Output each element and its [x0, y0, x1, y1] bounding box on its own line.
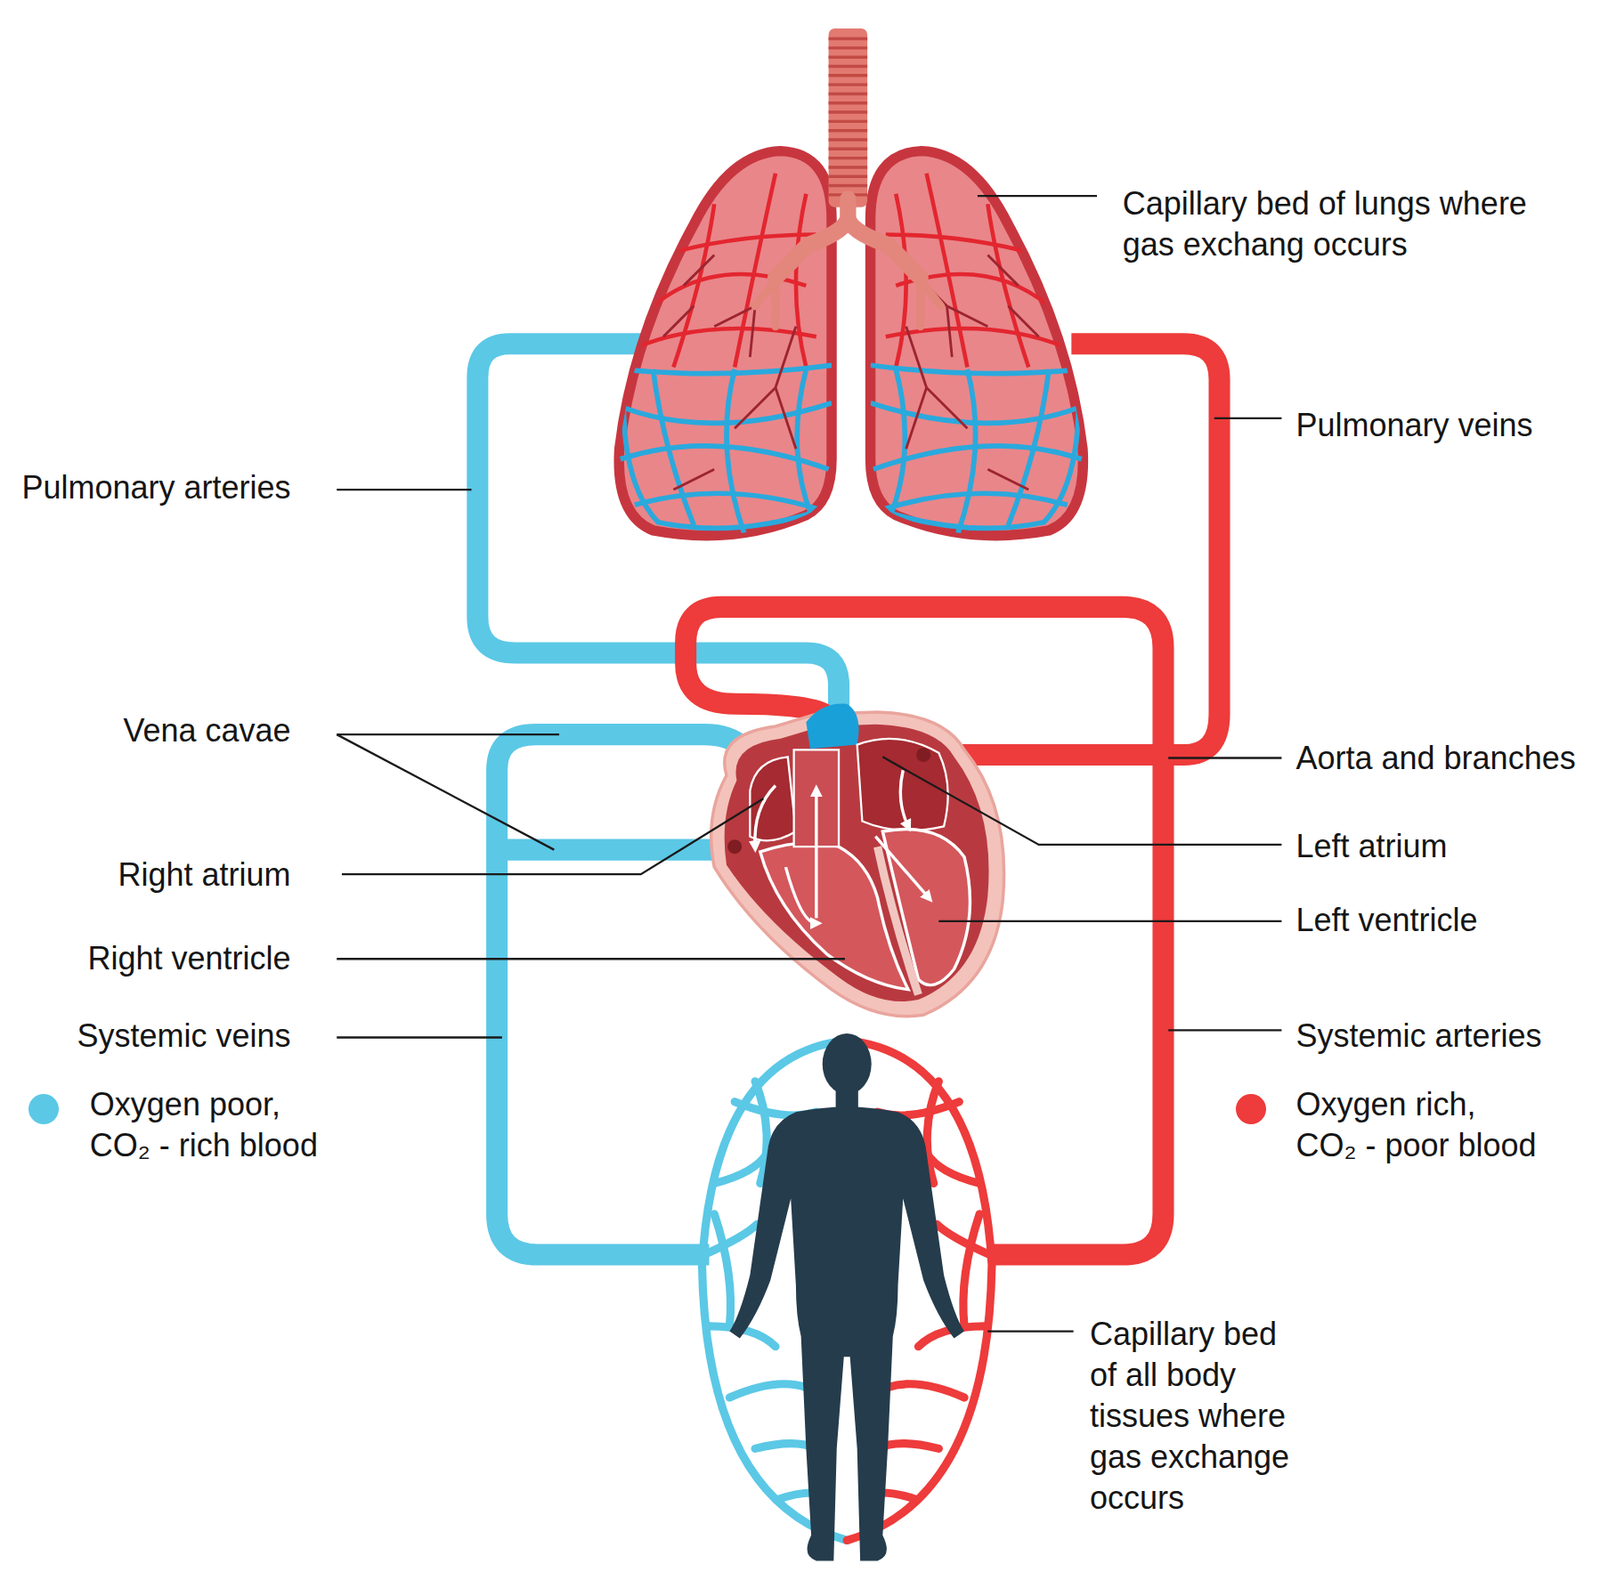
lung — [618, 151, 832, 537]
leader-line — [336, 1036, 503, 1039]
callout-label: Left ventricle — [1295, 900, 1590, 942]
leader-line — [977, 194, 1097, 197]
leader-line — [341, 798, 764, 875]
heart — [900, 770, 909, 827]
label-slot: Capillary bed of all body tissues where … — [1089, 1314, 1300, 1519]
callout-label: Right ventricle — [8, 938, 292, 980]
callout-label: Left atrium — [1295, 826, 1590, 868]
leader-line — [938, 920, 1282, 923]
human-silhouette — [729, 1106, 965, 1561]
human-silhouette — [729, 1033, 965, 1561]
leader-line — [336, 488, 472, 491]
leader-line — [336, 734, 554, 850]
capillary-network — [755, 1081, 767, 1185]
capillary-network — [963, 1214, 980, 1327]
callout-label: Right atrium — [8, 854, 292, 896]
label-slot: Left atrium — [1295, 826, 1590, 868]
leader-line — [987, 1330, 1073, 1332]
capillary-network — [926, 1081, 939, 1185]
label-slot: Systemic veins — [8, 1015, 292, 1057]
capillary-network — [729, 1384, 806, 1398]
legend-slot: Oxygen poor, CO₂ - rich blood — [89, 1084, 331, 1167]
heart — [814, 790, 818, 918]
label-slot: Left ventricle — [1295, 900, 1590, 942]
heart — [805, 704, 859, 750]
leader-line — [336, 733, 560, 736]
human-silhouette — [822, 1033, 872, 1096]
label-slot: Right ventricle — [8, 938, 292, 980]
capillary-network — [714, 1214, 731, 1327]
heart — [727, 839, 742, 854]
label-slot: Capillary bed of lungs where gas exchang… — [1122, 183, 1560, 266]
lung — [870, 151, 1084, 537]
capillary-network — [936, 1224, 991, 1255]
leader-line — [882, 756, 1282, 845]
callout-label: Vena cavae — [8, 710, 292, 752]
leader-line — [1168, 1029, 1282, 1032]
trachea — [828, 28, 869, 208]
legend-text: Oxygen rich, CO₂ - poor blood — [1295, 1084, 1542, 1167]
label-slot: Pulmonary arteries — [8, 467, 292, 509]
legend-slot: Oxygen rich, CO₂ - poor blood — [1295, 1084, 1542, 1167]
capillary-network — [704, 1224, 758, 1255]
callout-label: Systemic arteries — [1295, 1015, 1590, 1057]
heart — [877, 846, 919, 995]
trachea — [755, 28, 942, 327]
label-slot: Vena cavae — [8, 710, 292, 752]
heart — [760, 843, 909, 991]
label-slot: Systemic arteries — [1295, 1015, 1590, 1057]
label-slot: Pulmonary veins — [1295, 405, 1590, 447]
heart — [755, 785, 776, 847]
callout-label: Capillary bed of all body tissues where … — [1089, 1314, 1300, 1519]
legend-text: Oxygen poor, CO₂ - rich blood — [89, 1084, 331, 1167]
leader-line — [336, 958, 845, 960]
label-slot: Right atrium — [8, 854, 292, 896]
callout-label: Aorta and branches — [1295, 738, 1590, 780]
callout-label: Pulmonary veins — [1295, 405, 1590, 447]
heart — [755, 770, 929, 924]
leader-line — [1214, 417, 1283, 420]
trachea — [755, 267, 942, 326]
trachea — [828, 39, 869, 195]
heart — [711, 704, 1005, 1017]
label-slot: Aorta and branches — [1295, 738, 1590, 780]
callout-label: Capillary bed of lungs where gas exchang… — [1122, 183, 1560, 266]
heart — [875, 836, 929, 899]
heart — [857, 739, 949, 831]
trachea — [775, 198, 921, 277]
legend-swatch — [28, 1094, 59, 1125]
callout-label: Pulmonary arteries — [8, 467, 292, 509]
callout-label: Systemic veins — [8, 1015, 292, 1057]
heart — [785, 867, 816, 924]
capillary-network — [887, 1384, 965, 1398]
vena-cava — [496, 839, 720, 861]
legend-swatch — [1235, 1094, 1267, 1125]
leader-line — [336, 195, 1282, 1332]
leader-line — [1168, 756, 1282, 759]
heart — [711, 712, 1005, 1017]
heart — [916, 747, 931, 763]
